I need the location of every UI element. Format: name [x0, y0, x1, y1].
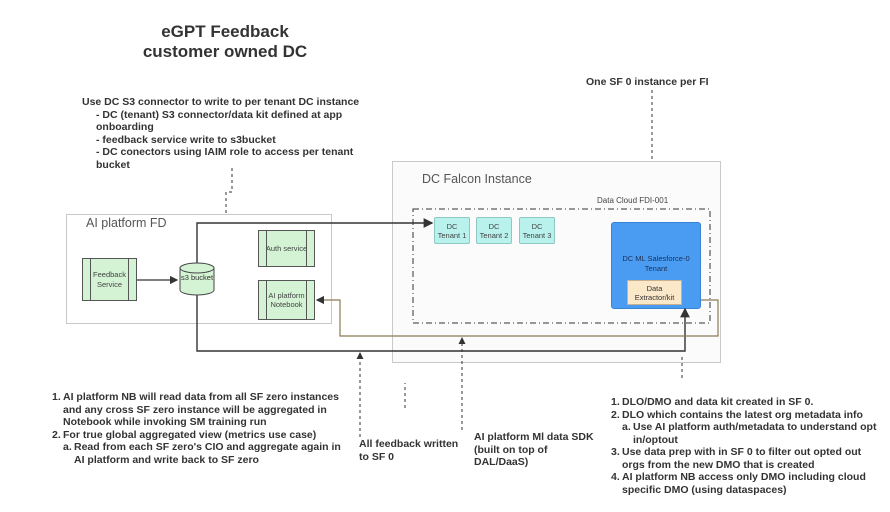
- ml-sdk-note: AI platform Ml data SDK (built on top of…: [474, 431, 594, 468]
- list-item: 4.AI platform NB access only DMO includi…: [611, 471, 866, 496]
- data-extractor-kit[interactable]: Data Extractor/kit: [627, 280, 682, 305]
- s3-to-ml-tenant-line: [196, 292, 690, 352]
- list-item: 3.Use data prep with in SF 0 to filter o…: [611, 446, 862, 471]
- ml-to-notebook-line: [315, 295, 719, 337]
- s3-connector-item: - feedback service write to s3bucket: [96, 133, 276, 146]
- s3-connector-note: Use DC S3 connector to write to per tena…: [82, 96, 367, 171]
- feedback-service[interactable]: Feedback Service: [82, 258, 137, 301]
- auth-service[interactable]: Auth service: [258, 230, 315, 267]
- title-line-2: customer owned DC: [142, 42, 308, 61]
- list-item: 2.For true global aggregated view (metri…: [52, 428, 317, 441]
- s3-note-pointer: [222, 168, 233, 227]
- dc-ml-tenant-label: DC ML Salesforce-0 Tenant: [622, 254, 690, 273]
- s3-connector-item: - DC conectors using IAIM role to access…: [96, 146, 354, 171]
- title-line-1: eGPT Feedback: [161, 22, 289, 41]
- all-feedback-note: All feedback written to SF 0: [359, 438, 459, 463]
- feedback-service-label: Feedback Service: [93, 270, 126, 289]
- ai-platform-label: AI platform FD: [86, 216, 167, 230]
- dc-tenant-3[interactable]: DC Tenant 3: [519, 217, 555, 244]
- bottom-right-notes: 1.DLO/DMO and data kit created in SF 0. …: [611, 396, 881, 496]
- list-item: a.Use AI platform auth/metadata to under…: [622, 421, 877, 446]
- s3-connector-heading: Use DC S3 connector to write to per tena…: [82, 96, 360, 108]
- s3-to-tenant-line: [196, 218, 434, 264]
- data-cloud-label: Data Cloud FDI-001: [597, 196, 669, 205]
- dc-tenant-1[interactable]: DC Tenant 1: [434, 217, 470, 244]
- s3-bucket[interactable]: [178, 262, 216, 296]
- list-item: 2.DLO which contains the latest org meta…: [611, 408, 863, 421]
- list-item: 1.DLO/DMO and data kit created in SF 0.: [611, 396, 814, 408]
- dc-falcon-label: DC Falcon Instance: [422, 172, 532, 186]
- notebook-label: AI platform Notebook: [268, 290, 305, 310]
- diagram-title: eGPT Feedback customer owned DC: [120, 22, 330, 62]
- s3-bucket-label: s3 bucket: [180, 273, 214, 282]
- dc-tenant-2[interactable]: DC Tenant 2: [476, 217, 512, 244]
- list-item: 1.AI platform NB will read data from all…: [52, 391, 339, 428]
- s3-connector-item: - DC (tenant) S3 connector/data kit defi…: [96, 108, 343, 134]
- list-item: a.Read from each SF zero's CIO and aggre…: [63, 441, 341, 466]
- one-instance-note: One SF 0 instance per FI: [586, 76, 709, 88]
- bottom-left-notes: 1.AI platform NB will read data from all…: [52, 391, 352, 466]
- auth-service-label: Auth service: [265, 243, 308, 253]
- ai-platform-notebook[interactable]: AI platform Notebook: [258, 280, 315, 320]
